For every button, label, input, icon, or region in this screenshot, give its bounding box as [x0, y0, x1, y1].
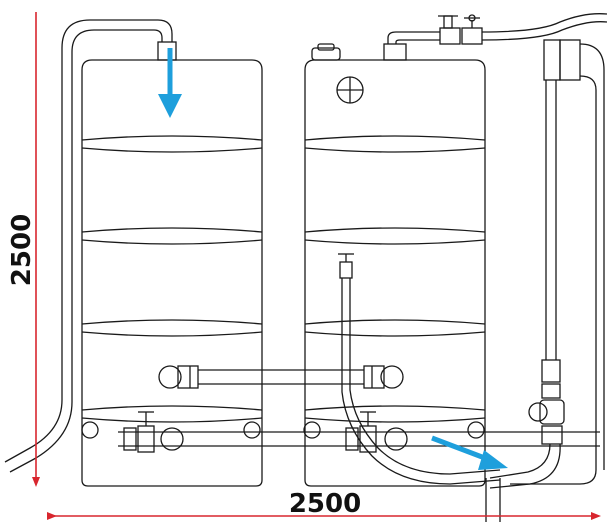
- connecting-pipe: [158, 365, 404, 389]
- flow-arrow-down-icon: [158, 48, 182, 118]
- riser-and-pump: [485, 39, 605, 522]
- width-dimension: 2500: [47, 489, 601, 520]
- height-dimension-label: 2500: [7, 214, 37, 286]
- flow-arrow-right-icon: [431, 435, 508, 470]
- bottom-pipe: [81, 411, 600, 453]
- right-inlet-pipe: [383, 13, 607, 61]
- width-dimension-label: 2500: [289, 489, 361, 519]
- faucet-hose: [338, 253, 501, 485]
- right-tank: [304, 43, 486, 487]
- left-tank: [81, 59, 263, 487]
- left-inlet-pipe: [4, 19, 177, 473]
- height-dimension: 2500: [7, 12, 40, 487]
